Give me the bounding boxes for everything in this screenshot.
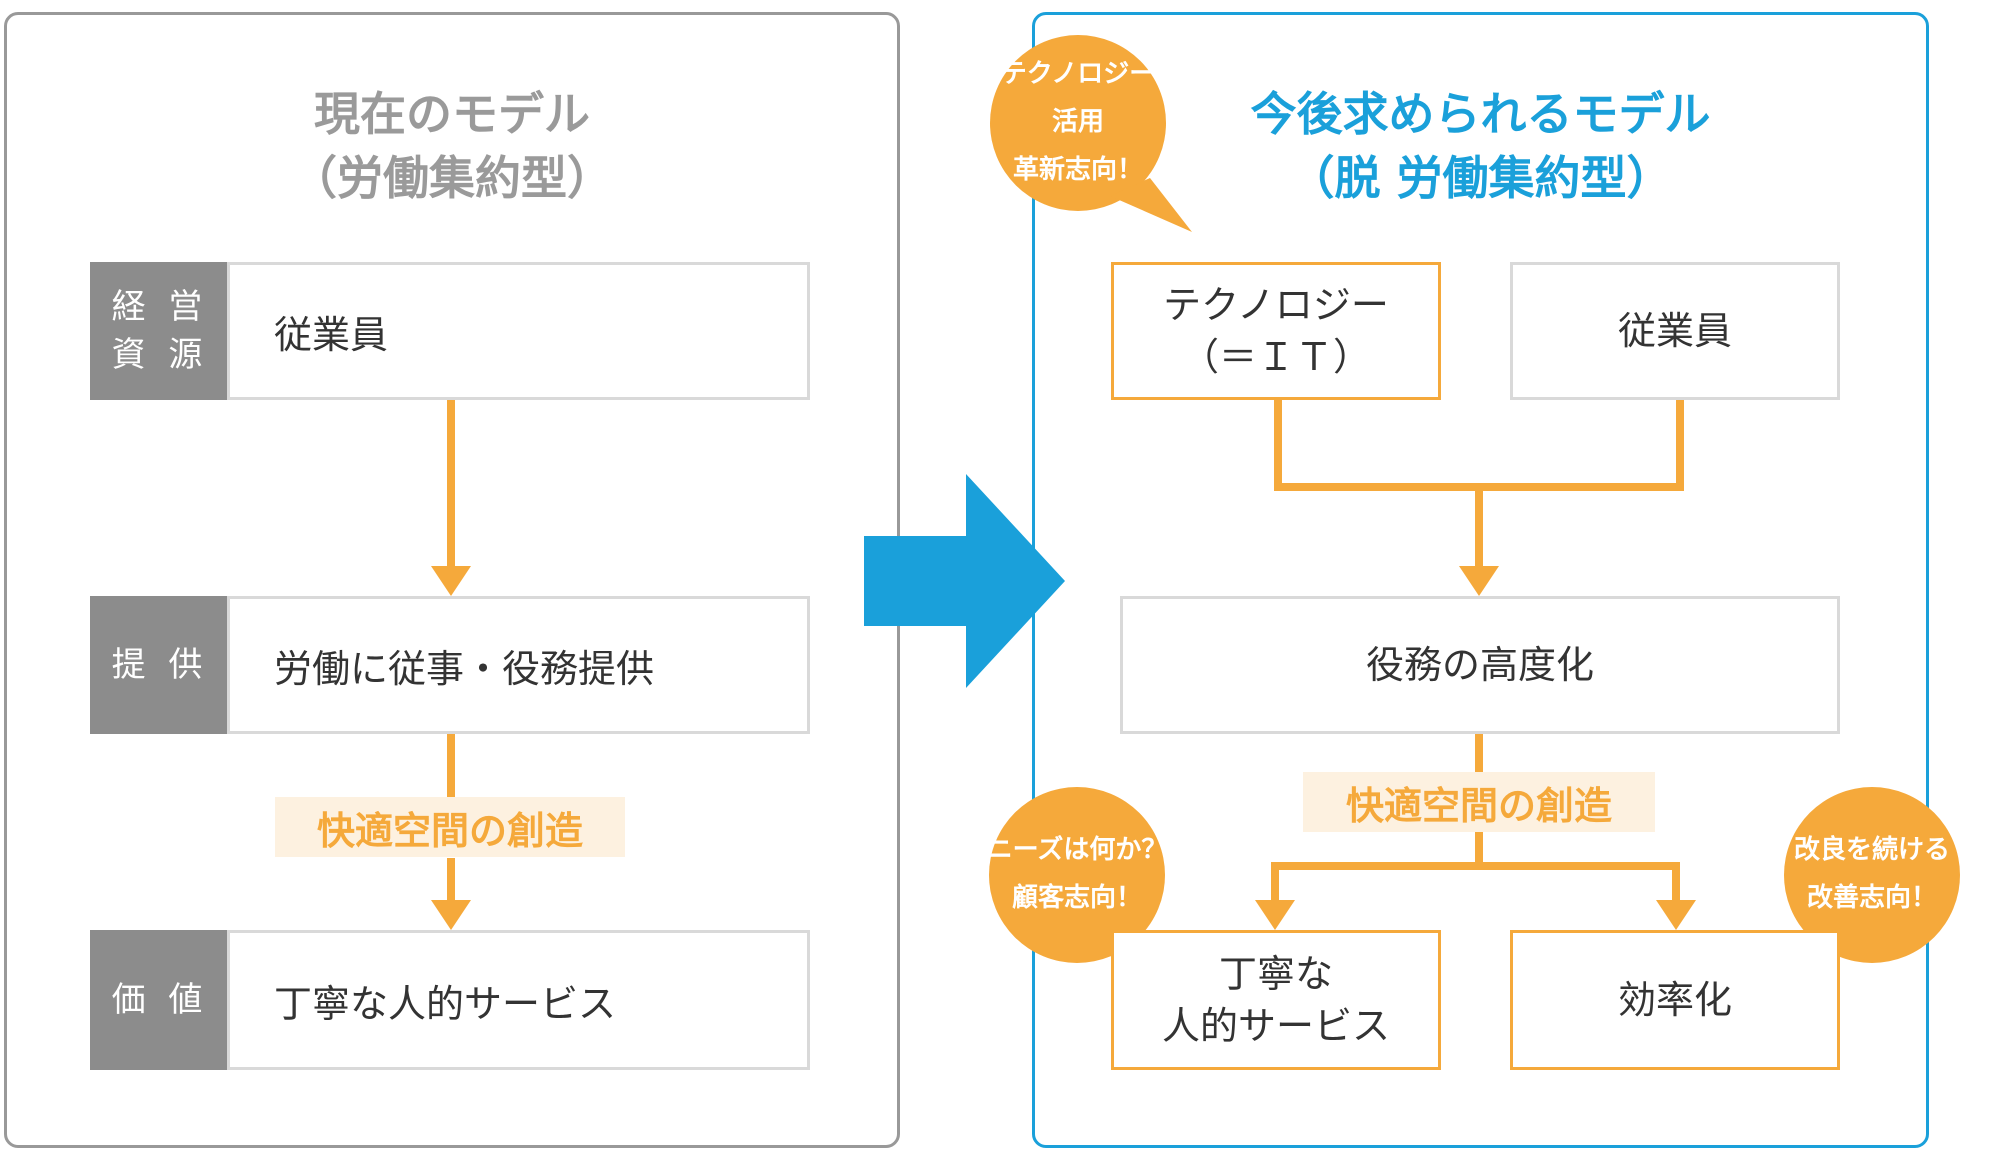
row-text-labor: 労働に従事・役務提供 <box>274 646 655 691</box>
speech-bubbles <box>989 35 1960 985</box>
technology-box: テクノロジー （＝ＩＴ） <box>1111 262 1441 400</box>
future-model-title-line1: 今後求められるモデル <box>1250 87 1711 141</box>
left-comfort-tag: 快適空間の創造 <box>275 797 625 857</box>
right-arrowhead-left <box>1255 900 1295 930</box>
transition-arrow <box>864 474 1065 688</box>
bubble-needs-text: ニーズは何か？ 顧客志向！ <box>986 835 1168 913</box>
row-label-resources: 経 営 資 源 <box>90 262 230 400</box>
employee-box: 従業員 <box>1510 262 1840 400</box>
right-arrowhead-right <box>1656 900 1696 930</box>
future-model-title: 今後求められるモデル （脱 労働集約型） <box>1032 82 1929 210</box>
right-comfort-tag: 快適空間の創造 <box>1303 772 1655 832</box>
left-arrowhead-1 <box>431 566 471 596</box>
current-model-title-line2: （労働集約型） <box>291 151 613 205</box>
polite-service-box: 丁寧な 人的サービス <box>1111 930 1441 1070</box>
left-arrowhead-2 <box>431 900 471 930</box>
row-text-employee: 従業員 <box>274 312 389 357</box>
row-box-labor: 労働に従事・役務提供 <box>227 596 810 734</box>
right-arrowhead-merge <box>1459 566 1499 596</box>
future-model-title-line2: （脱 労働集約型） <box>1288 151 1673 205</box>
row-label-value: 価 値 <box>90 930 230 1070</box>
row-label-provide: 提 供 <box>90 596 230 734</box>
row-box-service: 丁寧な人的サービス <box>227 930 810 1070</box>
current-model-title: 現在のモデル （労働集約型） <box>4 82 900 210</box>
right-merge-lines <box>1274 400 1684 566</box>
row-text-service: 丁寧な人的サービス <box>274 981 617 1026</box>
advanced-service-box: 役務の高度化 <box>1120 596 1840 734</box>
current-model-title-line1: 現在のモデル <box>314 87 590 141</box>
bubble-improve-text: 改良を続ける 改善志向！ <box>1793 835 1950 913</box>
bubble-technology-text: テクノロジー 活用 革新志向！ <box>1000 59 1156 185</box>
right-split-lines <box>1271 734 1680 900</box>
row-box-employee: 従業員 <box>227 262 810 400</box>
efficiency-box: 効率化 <box>1510 930 1840 1070</box>
